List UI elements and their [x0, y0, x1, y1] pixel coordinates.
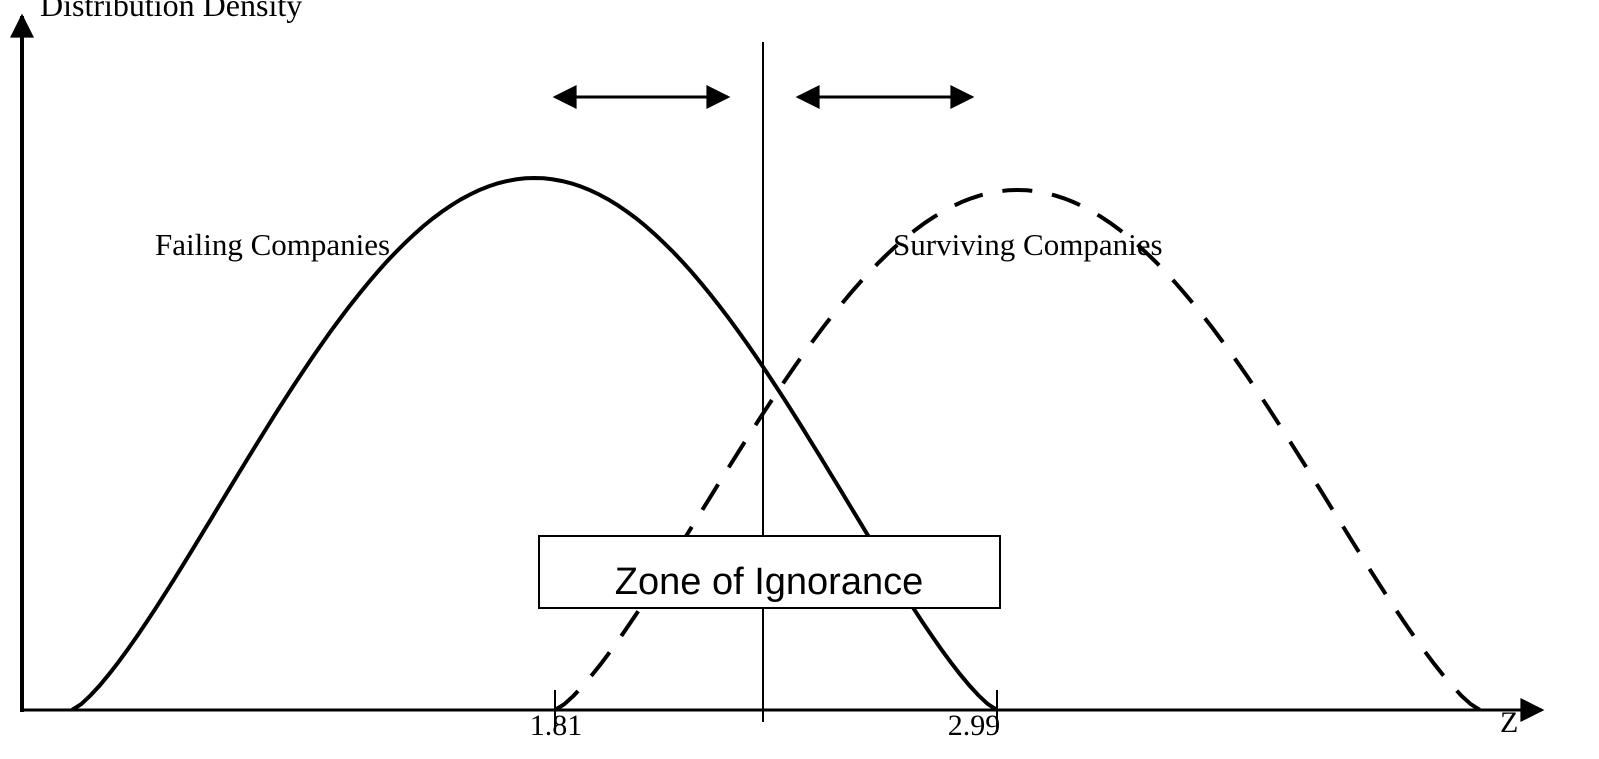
- lower-threshold-label: 1.81: [530, 709, 583, 742]
- surviving-companies-label: Surviving Companies: [893, 227, 1163, 262]
- x-axis-label: Z: [1500, 706, 1518, 739]
- zone-of-ignorance-box: [538, 535, 1001, 609]
- surviving-companies-curve: [553, 187, 1482, 712]
- zone-of-ignorance-label: Zone of Ignorance: [615, 561, 923, 603]
- failing-companies-label: Failing Companies: [155, 227, 390, 262]
- failing-companies-curve: [70, 175, 999, 712]
- upper-threshold-label: 2.99: [948, 709, 1001, 742]
- y-axis-label: Distribution Density: [40, 0, 302, 23]
